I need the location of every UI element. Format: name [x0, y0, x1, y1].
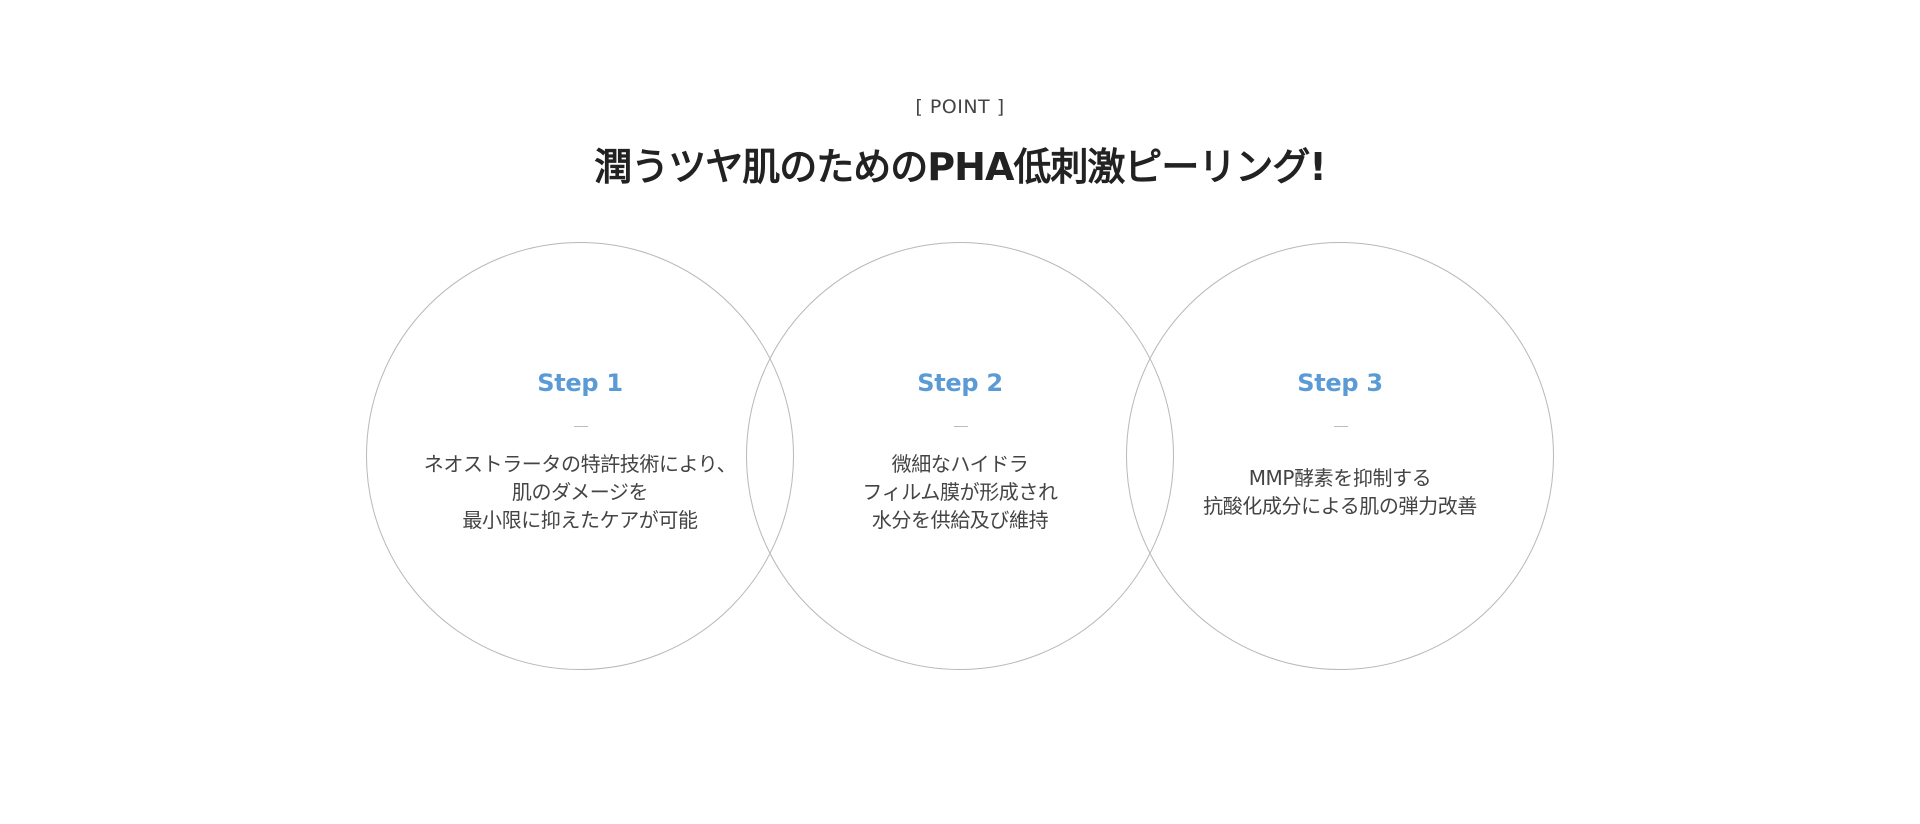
step-description: ネオストラータの特許技術により、 肌のダメージを 最小限に抑えたケアが可能: [387, 450, 773, 534]
step-divider: [1334, 426, 1348, 427]
step-description-line: 微細なハイドラ: [891, 452, 1029, 476]
step-description-line: 抗酸化成分による肌の弾力改善: [1203, 494, 1477, 518]
step-divider: [954, 426, 968, 427]
step-description-line: 最小限に抑えたケアが可能: [462, 508, 698, 532]
step-circle-2: Step 2 微細なハイドラ フィルム膜が形成され 水分を供給及び維持: [746, 242, 1174, 670]
step-title: Step 2: [917, 369, 1003, 397]
step-description-line: 水分を供給及び維持: [871, 508, 1049, 532]
step-description-line: 肌のダメージを: [511, 480, 649, 504]
section-eyebrow: [ POINT ]: [915, 96, 1005, 118]
step-description: MMP酵素を抑制する 抗酸化成分による肌の弾力改善: [1147, 464, 1533, 520]
step-description-line: MMP酵素を抑制する: [1248, 466, 1432, 490]
step-divider: [574, 426, 588, 427]
section-title: 潤うツヤ肌のためのPHA低刺激ピーリング!: [594, 145, 1326, 189]
step-title: Step 3: [1297, 369, 1383, 397]
step-description-line: フィルム膜が形成され: [862, 480, 1058, 504]
step-title: Step 1: [537, 369, 623, 397]
step-description-line: ネオストラータの特許技術により、: [423, 452, 737, 476]
step-circle-3: Step 3 MMP酵素を抑制する 抗酸化成分による肌の弾力改善: [1126, 242, 1554, 670]
step-description: 微細なハイドラ フィルム膜が形成され 水分を供給及び維持: [767, 450, 1153, 534]
step-circle-1: Step 1 ネオストラータの特許技術により、 肌のダメージを 最小限に抑えたケ…: [366, 242, 794, 670]
